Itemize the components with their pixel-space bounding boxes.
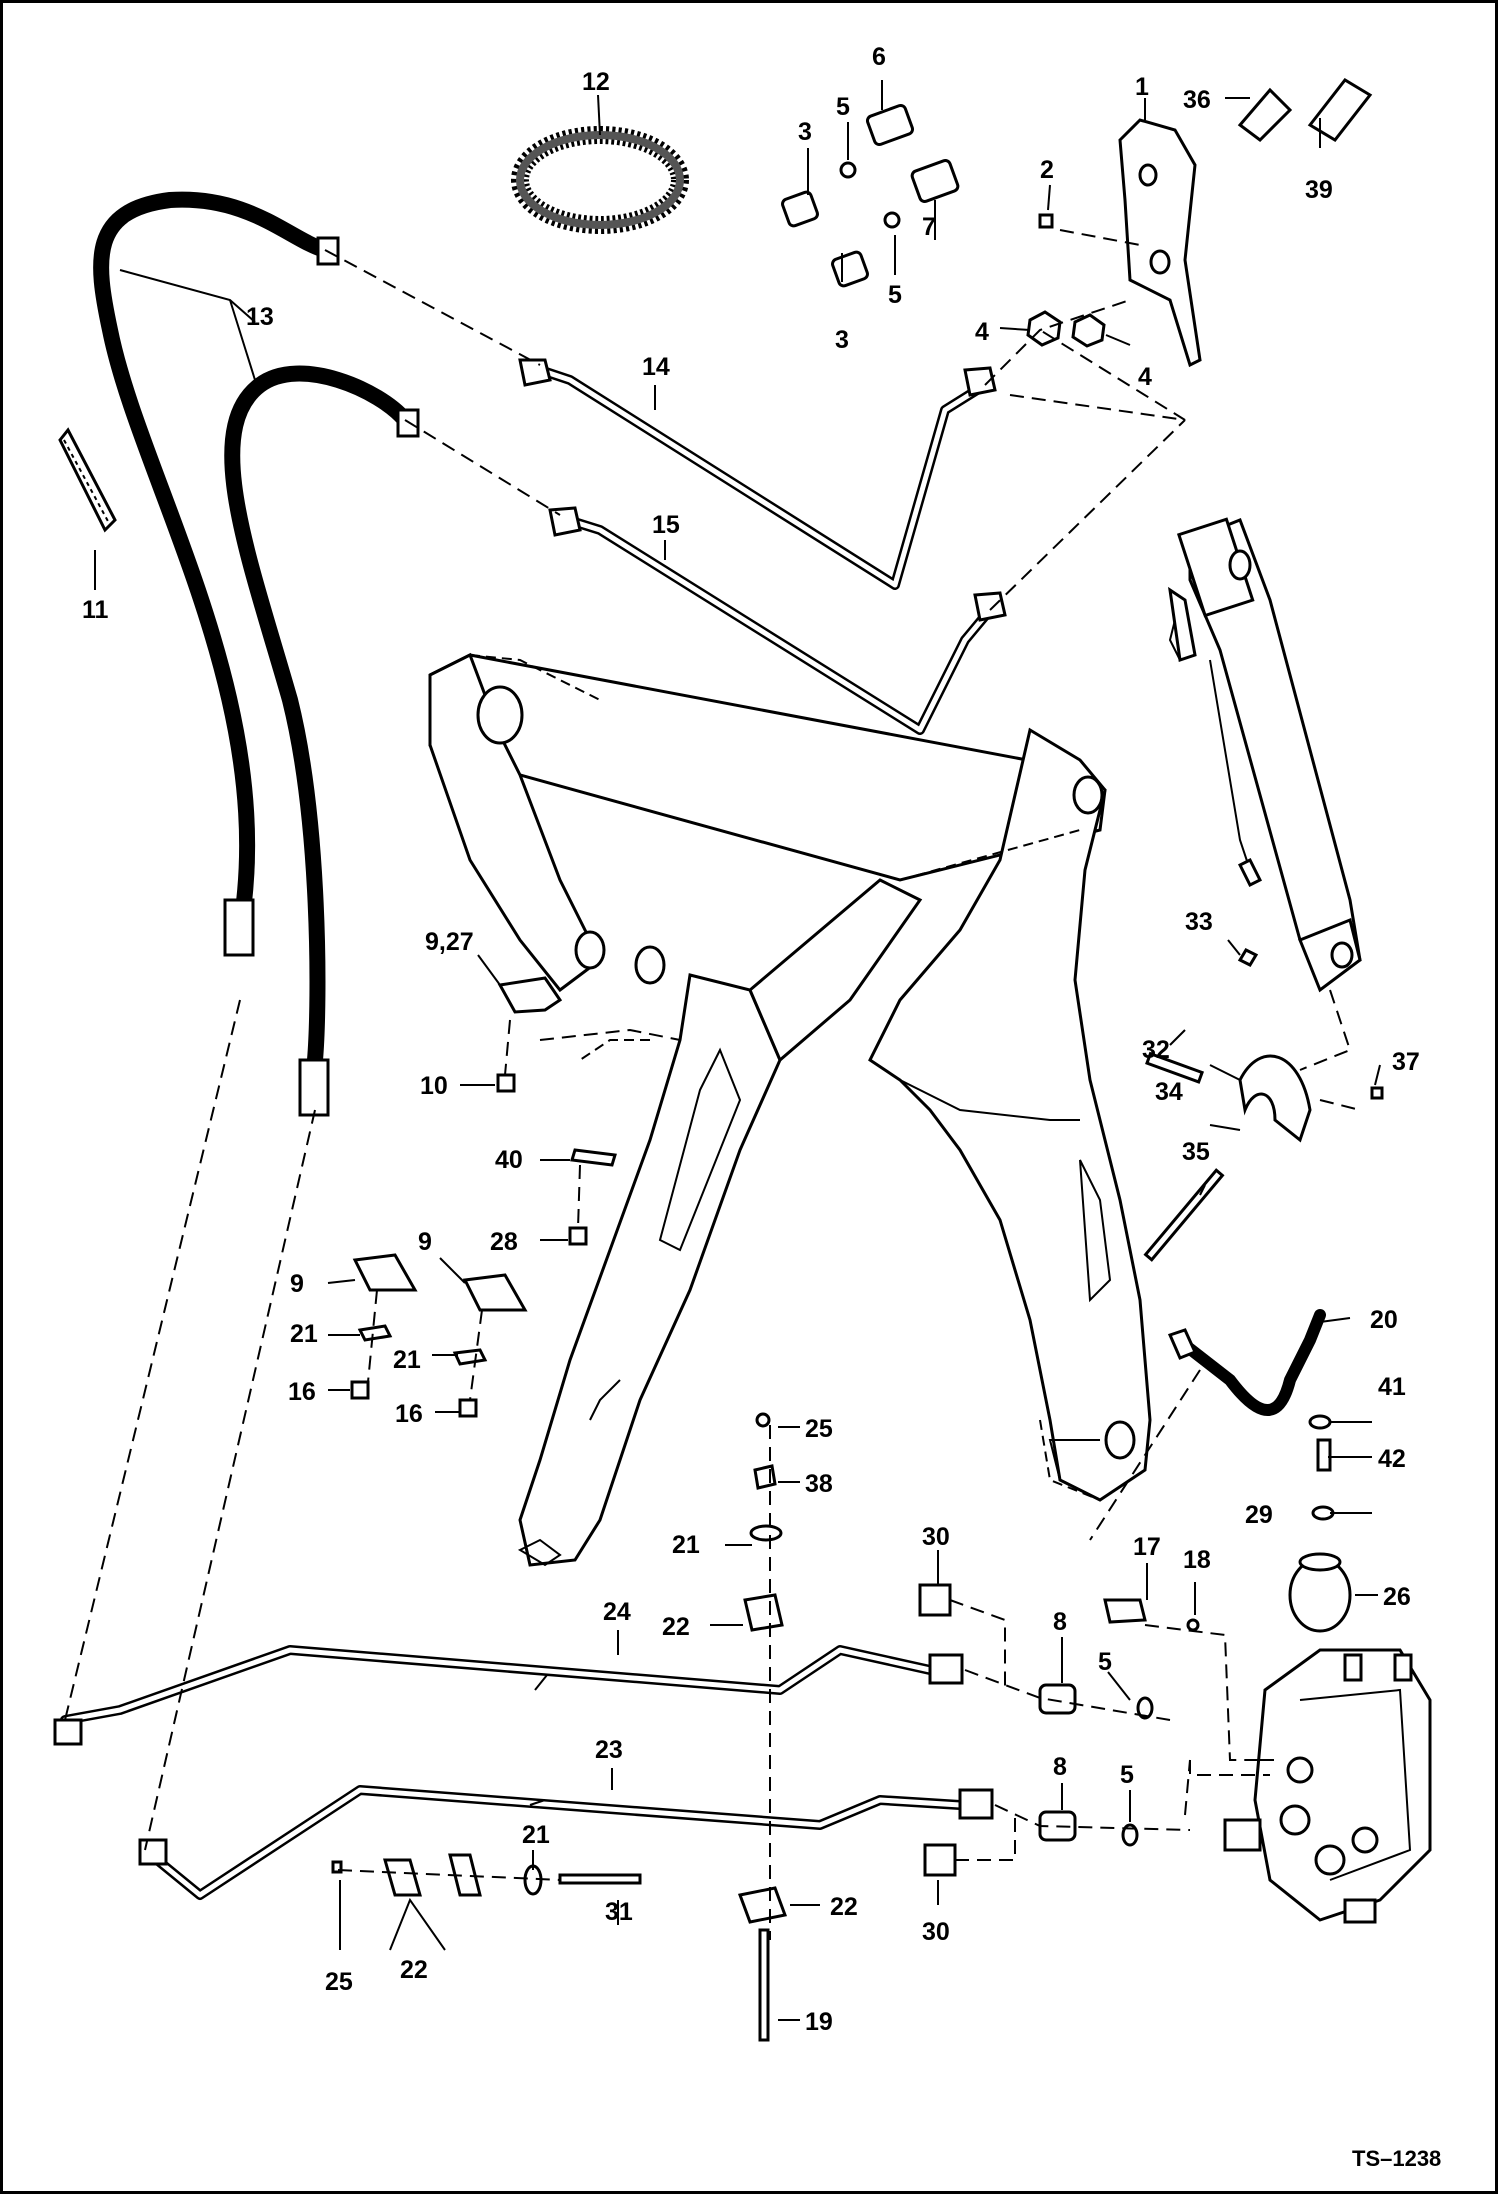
callout-21: 21	[393, 1346, 421, 1374]
lift-cylinder	[1168, 517, 1362, 993]
callout-38: 38	[805, 1470, 833, 1498]
callout-42: 42	[1378, 1445, 1406, 1473]
hydraulic-hose-13	[93, 191, 420, 1117]
callout-9: 9	[290, 1270, 304, 1298]
callout-40: 40	[495, 1146, 523, 1174]
mounting-bracket-1	[1118, 118, 1202, 368]
callout-5: 5	[1120, 1761, 1134, 1789]
callout-4: 4	[975, 318, 989, 346]
control-valve	[1223, 1648, 1432, 1924]
callout-16: 16	[395, 1400, 423, 1428]
callout-26: 26	[1383, 1583, 1411, 1611]
callout-9: 9	[418, 1228, 432, 1256]
callout-30: 30	[922, 1918, 950, 1946]
hose-coil-12	[511, 126, 689, 234]
callout-32: 32	[1142, 1036, 1170, 1064]
callout-5: 5	[888, 281, 902, 309]
callout-7: 7	[922, 213, 936, 241]
callout-16: 16	[288, 1378, 316, 1406]
callout-23: 23	[595, 1736, 623, 1764]
leader-lines	[94, 80, 1381, 2021]
callout-5: 5	[836, 93, 850, 121]
callout-29: 29	[1245, 1501, 1273, 1529]
callout-25: 25	[325, 1968, 353, 1996]
callout-15: 15	[652, 511, 680, 539]
callout-3: 3	[798, 118, 812, 146]
assembly-dash-lines	[64, 229, 1361, 1940]
callout-34: 34	[1155, 1078, 1183, 1106]
callout-37: 37	[1392, 1048, 1420, 1076]
callout-24: 24	[603, 1598, 631, 1626]
callout-39: 39	[1305, 176, 1333, 204]
callout-labels: 1 2 3 3 4 4 5 5 5 5 6 7 8 8 9,27 9 9 10 …	[82, 43, 1441, 2171]
callout-10: 10	[420, 1072, 448, 1100]
callout-3: 3	[835, 326, 849, 354]
hose-20	[1167, 1309, 1326, 1416]
callout-28: 28	[490, 1228, 518, 1256]
callout-21: 21	[522, 1821, 550, 1849]
callout-21: 21	[672, 1531, 700, 1559]
small-parts	[331, 213, 1384, 2042]
callout-18: 18	[1183, 1546, 1211, 1574]
callout-22: 22	[830, 1893, 858, 1921]
callout-33: 33	[1185, 908, 1213, 936]
callout-12: 12	[582, 68, 610, 96]
callout-11: 11	[82, 596, 109, 624]
callout-21: 21	[290, 1320, 318, 1348]
tube-14	[518, 358, 997, 590]
callout-8: 8	[1053, 1753, 1067, 1781]
callout-5: 5	[1098, 1648, 1112, 1676]
callout-1: 1	[1135, 73, 1149, 101]
callout-13: 13	[246, 303, 274, 331]
quick-couplers	[1237, 78, 1373, 142]
callout-6: 6	[872, 43, 886, 71]
callout-8: 8	[1053, 1608, 1067, 1636]
callout-4: 4	[1138, 363, 1152, 391]
callout-2: 2	[1040, 156, 1054, 184]
callout-36: 36	[1183, 86, 1211, 114]
sleeve-11	[58, 427, 117, 533]
callout-22: 22	[400, 1956, 428, 1984]
callout-17: 17	[1133, 1533, 1161, 1561]
drawing-number: TS–1238	[1352, 2146, 1441, 2171]
callout-19: 19	[805, 2008, 833, 2036]
loader-arm-frame	[428, 652, 1152, 1567]
callout-31: 31	[605, 1898, 633, 1926]
callout-22: 22	[662, 1613, 690, 1641]
callout-30: 30	[922, 1523, 950, 1551]
callout-20: 20	[1370, 1306, 1398, 1334]
callout-41: 41	[1378, 1373, 1406, 1401]
callout-35: 35	[1182, 1138, 1210, 1166]
callout-9-27: 9,27	[425, 928, 474, 956]
tube-15	[548, 506, 1007, 735]
callout-14: 14	[642, 353, 670, 381]
tube-23	[138, 1785, 994, 1900]
tube-24	[53, 1645, 964, 1746]
callout-25: 25	[805, 1415, 833, 1443]
